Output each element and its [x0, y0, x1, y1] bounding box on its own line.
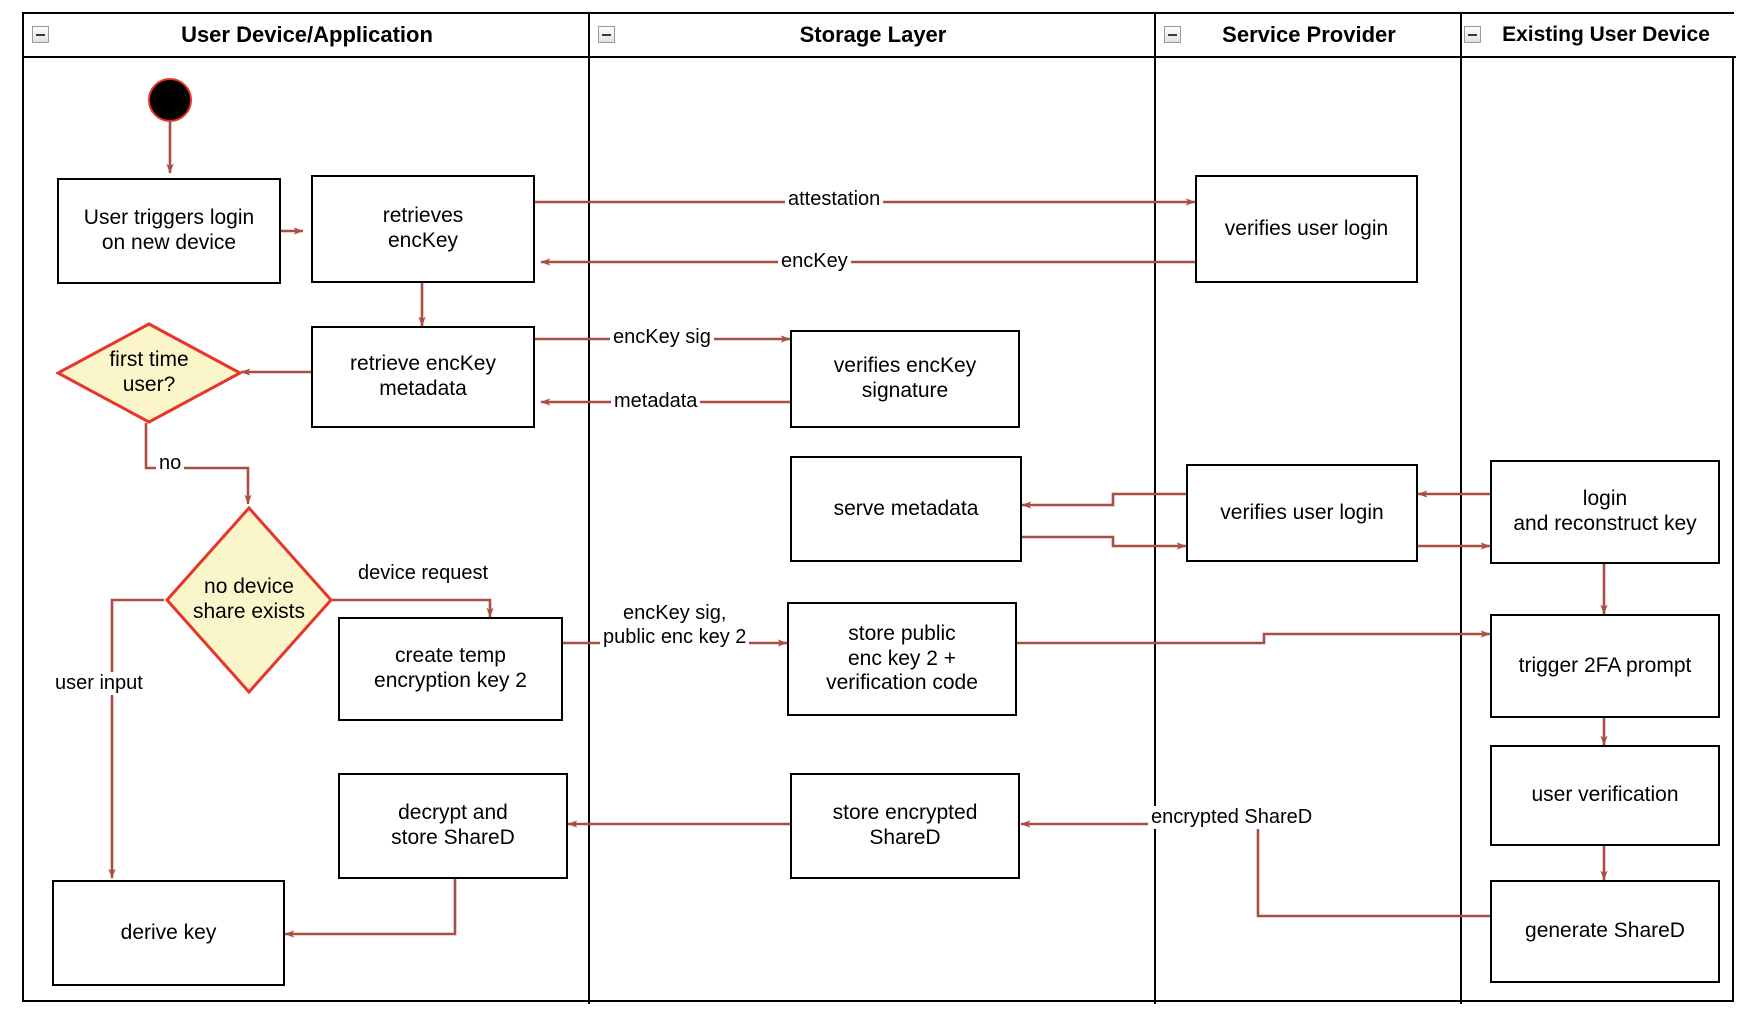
edge-label-device-request: device request [355, 562, 492, 585]
edge-label-enckey-sig: encKey sig [610, 326, 714, 349]
collapse-minus-icon[interactable] [1164, 26, 1181, 43]
collapse-minus-icon[interactable] [32, 26, 49, 43]
collapse-minus-icon[interactable] [1464, 26, 1481, 43]
node-verifies-user-login-2[interactable]: verifies user login [1186, 464, 1418, 562]
node-first-time-user[interactable]: first time user? [56, 322, 242, 424]
node-verifies-enckey-signature[interactable]: verifies encKey signature [790, 330, 1020, 428]
edge-label-enckey-sig-pub: encKey sig, public enc key 2 [600, 602, 750, 650]
edge-label-encrypted-shared: encrypted ShareD [1148, 806, 1316, 829]
node-serve-metadata[interactable]: serve metadata [790, 456, 1022, 562]
lane-header-existing-device[interactable]: Existing User Device [1462, 14, 1736, 58]
node-trigger-2fa-prompt[interactable]: trigger 2FA prompt [1490, 614, 1720, 718]
lane-header-storage[interactable]: Storage Layer [590, 14, 1156, 58]
edge-label-no: no [156, 452, 185, 475]
edge-label-attestation: attestation [785, 188, 884, 211]
node-store-public-enc-key-2[interactable]: store public enc key 2 + verification co… [787, 602, 1017, 716]
collapse-minus-icon[interactable] [598, 26, 615, 43]
node-create-temp-encryption-key-2[interactable]: create temp encryption key 2 [338, 617, 563, 721]
start-node[interactable] [148, 78, 192, 122]
node-no-device-share-exists[interactable]: no device share exists [164, 505, 334, 695]
lane-divider-3 [1460, 14, 1462, 1004]
lane-header-user-device[interactable]: User Device/Application [24, 14, 590, 58]
node-retrieve-enckey-metadata[interactable]: retrieve encKey metadata [311, 326, 535, 428]
node-store-encrypted-shared[interactable]: store encrypted ShareD [790, 773, 1020, 879]
lane-divider-1 [588, 14, 590, 1004]
edge-label-enckey: encKey [778, 250, 851, 273]
diamond-shape [164, 505, 334, 695]
node-derive-key[interactable]: derive key [52, 880, 285, 986]
node-login-and-reconstruct-key[interactable]: login and reconstruct key [1490, 460, 1720, 564]
node-verifies-user-login-1[interactable]: verifies user login [1195, 175, 1418, 283]
edge-label-user-input: user input [52, 672, 146, 695]
lane-title-service-provider: Service Provider [1222, 22, 1396, 47]
lane-divider-2 [1154, 14, 1156, 1004]
lane-title-existing-device: Existing User Device [1502, 23, 1710, 46]
diamond-shape [56, 322, 242, 424]
lane-title-storage: Storage Layer [799, 22, 947, 47]
lane-title-user-device: User Device/Application [181, 22, 433, 47]
node-generate-shared[interactable]: generate ShareD [1490, 880, 1720, 983]
node-retrieves-enckey[interactable]: retrieves encKey [311, 175, 535, 283]
node-decrypt-and-store-shared[interactable]: decrypt and store ShareD [338, 773, 568, 879]
lane-header-service-provider[interactable]: Service Provider [1156, 14, 1462, 58]
node-user-verification[interactable]: user verification [1490, 745, 1720, 846]
node-user-triggers-login[interactable]: User triggers login on new device [57, 178, 281, 284]
edge-label-metadata: metadata [611, 390, 701, 413]
